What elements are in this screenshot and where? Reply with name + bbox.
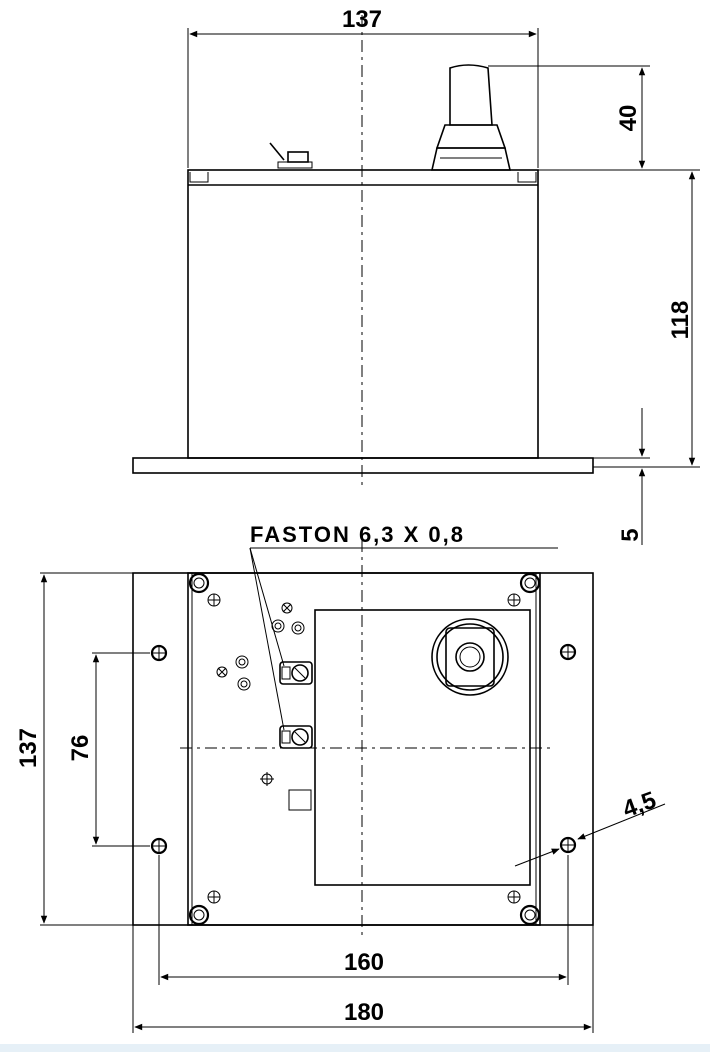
base-plate-top	[132, 572, 594, 926]
dim-body-height: 118	[667, 301, 694, 340]
bottom-edge-bar	[0, 1044, 710, 1052]
cover-tab-left	[189, 172, 209, 183]
small-screws	[207, 593, 521, 904]
components	[216, 602, 312, 811]
dim-hole-spacing-v: 76	[67, 735, 94, 762]
base-plate-side	[132, 457, 594, 474]
faston-leader-2	[249, 547, 285, 731]
dim-plate-width: 180	[344, 999, 384, 1026]
corner-screw-tl	[188, 572, 210, 594]
side-view: 137 40 118 5	[132, 6, 700, 545]
knob-shaft	[430, 64, 512, 171]
dim-hole-diameter: 4,5	[619, 787, 660, 824]
dim-line-hole-dia-b	[577, 803, 666, 840]
faston-leader-1	[249, 547, 285, 667]
housing-outline	[187, 572, 541, 926]
dim-top-width: 137	[342, 6, 382, 33]
dim-plate-thickness: 5	[617, 528, 644, 541]
toggle-switch	[269, 142, 313, 169]
housing-body	[187, 169, 539, 459]
dim-line-hole-dia-a	[514, 848, 560, 867]
dim-hole-spacing-h: 160	[344, 949, 384, 976]
corner-screw-bl	[188, 904, 210, 926]
corner-screw-tr	[519, 572, 541, 594]
cover-tab-right	[517, 172, 537, 183]
faston-terminal-upper	[279, 661, 313, 685]
knob-top-view	[431, 618, 509, 696]
faston-label: FASTON 6,3 X 0,8	[250, 522, 465, 547]
top-view: FASTON 6,3 X 0,8 137 76 4,5 160 180	[15, 522, 666, 1033]
faston-terminal-lower	[279, 725, 313, 749]
dim-knob-height: 40	[615, 105, 642, 132]
corner-screw-br	[519, 904, 541, 926]
dim-side-height: 137	[15, 728, 42, 768]
